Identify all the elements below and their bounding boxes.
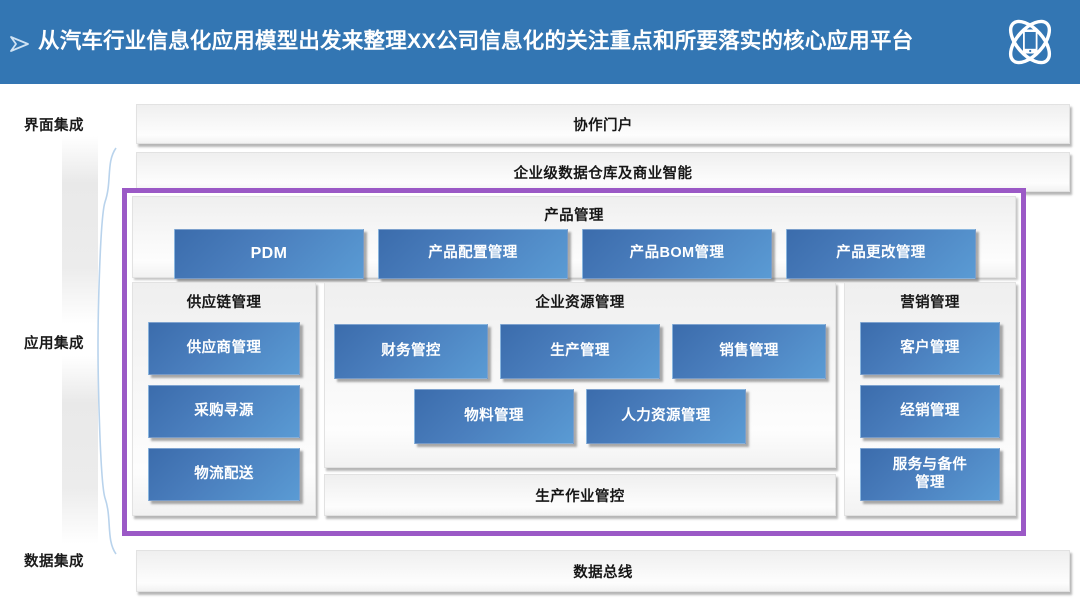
box-pdm[interactable]: PDM <box>174 229 364 279</box>
arrow-bullet-icon <box>8 30 38 54</box>
section-supply-chain-management-title: 供应链管理 <box>186 295 262 311</box>
diagram-canvas: 界面集成 应用集成 数据集成 协作门户 企业级数据仓库及商业智能 产品管理 PD… <box>0 84 1080 608</box>
band-collaboration-portal[interactable]: 协作门户 <box>136 104 1070 144</box>
section-enterprise-resource-management[interactable]: 企业资源管理 财务管控 生产管理 销售管理 物料管理 人力资源管理 <box>324 282 836 468</box>
section-marketing-management[interactable]: 营销管理 客户管理 经销管理 服务与备件管理 <box>844 282 1016 516</box>
erp-items-row-1: 财务管控 生产管理 销售管理 <box>325 324 835 379</box>
slide-header: 从汽车行业信息化应用模型出发来整理XX公司信息化的关注重点和所要落实的核心应用平… <box>0 0 1080 84</box>
box-product-configuration-management[interactable]: 产品配置管理 <box>378 229 568 279</box>
supply-chain-items: 供应商管理 采购寻源 物流配送 <box>133 322 315 501</box>
band-collaboration-portal-label: 协作门户 <box>573 117 633 134</box>
box-sales-management[interactable]: 销售管理 <box>672 324 826 379</box>
box-logistics-distribution[interactable]: 物流配送 <box>148 448 300 501</box>
section-production-execution-control-title: 生产作业管控 <box>535 488 625 505</box>
section-supply-chain-management[interactable]: 供应链管理 供应商管理 采购寻源 物流配送 <box>132 282 316 516</box>
box-customer-management[interactable]: 客户管理 <box>860 322 1000 375</box>
section-production-execution-control[interactable]: 生产作业管控 <box>324 474 836 516</box>
band-data-bus[interactable]: 数据总线 <box>136 550 1070 592</box>
section-product-management[interactable]: 产品管理 PDM 产品配置管理 产品BOM管理 产品更改管理 <box>132 196 1017 279</box>
box-procurement-sourcing[interactable]: 采购寻源 <box>148 385 300 438</box>
box-service-and-spare-parts-management[interactable]: 服务与备件管理 <box>860 448 1000 501</box>
rail-label-data-integration: 数据集成 <box>24 554 84 570</box>
band-data-warehouse-bi-label: 企业级数据仓库及商业智能 <box>513 165 693 182</box>
section-enterprise-resource-management-title: 企业资源管理 <box>535 295 625 311</box>
box-dealer-management[interactable]: 经销管理 <box>860 385 1000 438</box>
band-data-warehouse-bi[interactable]: 企业级数据仓库及商业智能 <box>136 152 1070 192</box>
erp-items-row-2: 物料管理 人力资源管理 <box>325 389 835 444</box>
band-data-bus-label: 数据总线 <box>573 564 633 581</box>
box-product-change-management[interactable]: 产品更改管理 <box>786 229 976 279</box>
box-production-management[interactable]: 生产管理 <box>500 324 660 379</box>
rail-divider-bar-bottom <box>62 356 98 544</box>
box-product-bom-management[interactable]: 产品BOM管理 <box>582 229 772 279</box>
rail-label-application-integration: 应用集成 <box>24 336 84 352</box>
section-marketing-management-title: 营销管理 <box>900 295 960 311</box>
box-financial-control[interactable]: 财务管控 <box>334 324 488 379</box>
box-supplier-management[interactable]: 供应商管理 <box>148 322 300 375</box>
page-title: 从汽车行业信息化应用模型出发来整理XX公司信息化的关注重点和所要落实的核心应用平… <box>38 29 914 54</box>
rail-label-interface-integration: 界面集成 <box>24 118 84 134</box>
rail-divider-bar-top <box>62 136 98 324</box>
box-human-resource-management[interactable]: 人力资源管理 <box>586 389 746 444</box>
product-management-items: PDM 产品配置管理 产品BOM管理 产品更改管理 <box>133 229 1017 279</box>
section-product-management-title: 产品管理 <box>544 208 604 224</box>
application-integration-brace-icon <box>96 146 120 556</box>
marketing-items: 客户管理 经销管理 服务与备件管理 <box>845 322 1015 501</box>
box-material-management[interactable]: 物料管理 <box>414 389 574 444</box>
atom-tablet-logo-icon <box>994 8 1066 76</box>
